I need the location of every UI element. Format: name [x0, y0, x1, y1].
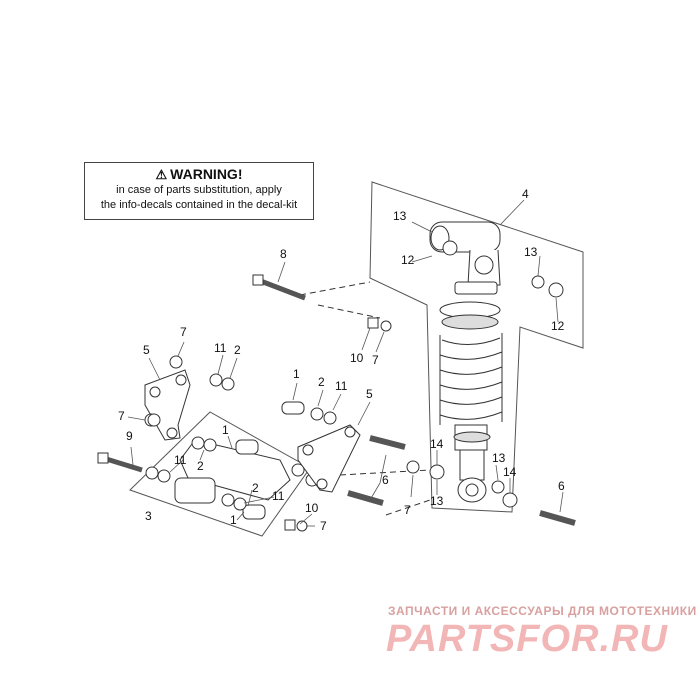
callout-label: 2: [234, 343, 241, 357]
rocker-plate-left: [144, 369, 191, 441]
callout-label: 5: [143, 343, 150, 357]
bolt-6: [369, 435, 406, 450]
rocker-plate-right: [297, 424, 361, 493]
callout-label: 7: [180, 325, 187, 339]
warning-title: ⚠WARNING!: [155, 166, 243, 182]
callout-label: 7: [372, 353, 379, 367]
bolt-9: [97, 452, 143, 473]
callout-label: 9: [126, 429, 133, 443]
callout-label: 6: [382, 473, 389, 487]
callout-label: 13: [393, 209, 407, 223]
guide-line: [299, 281, 371, 296]
callout-label: 2: [252, 481, 259, 495]
guide-line: [317, 304, 381, 319]
shock-assembly-outline: [369, 181, 584, 513]
callout-label: 2: [197, 459, 204, 473]
callout-label: 11: [174, 453, 187, 467]
callout-label: 13: [524, 245, 538, 259]
callout-label: 12: [401, 253, 415, 267]
callout-label: 13: [430, 494, 444, 508]
callout-label: 10: [350, 351, 364, 365]
callout-label: 14: [503, 465, 517, 479]
warning-line-1: in case of parts substitution, apply: [116, 184, 282, 196]
callout-label: 11: [214, 341, 227, 355]
guide-line: [385, 499, 431, 516]
callout-label: 1: [230, 513, 237, 527]
callout-label: 5: [366, 387, 373, 401]
callout-label: 1: [222, 423, 229, 437]
link-arm: [179, 439, 291, 501]
callout-label: 10: [305, 501, 319, 515]
callout-label: 14: [430, 437, 444, 451]
warning-box: ⚠WARNING! in case of parts substitution,…: [84, 162, 314, 220]
callout-label: 11: [335, 379, 348, 393]
bolt-8: [252, 274, 306, 301]
callout-label: 13: [492, 451, 506, 465]
callout-label: 11: [272, 489, 285, 503]
warning-line-2: the info-decals contained in the decal-k…: [100, 199, 298, 211]
callout-label: 2: [318, 375, 325, 389]
callout-label: 6: [558, 479, 565, 493]
callout-label: 1: [293, 367, 300, 381]
watermark-logo: PARTSFOR.RU: [386, 618, 668, 660]
callout-label: 8: [280, 247, 287, 261]
shock-spring: [439, 301, 503, 425]
callout-label: 7: [404, 503, 411, 517]
callout-label: 7: [118, 409, 125, 423]
warning-icon: ⚠: [155, 167, 168, 182]
watermark-tagline: ЗАПЧАСТИ И АКСЕССУАРЫ ДЛЯ МОТОТЕХНИКИ: [388, 604, 697, 618]
callout-label: 7: [320, 519, 327, 533]
callout-label: 3: [145, 509, 152, 523]
bolt-6: [539, 510, 576, 526]
bolt-6: [347, 490, 384, 506]
callout-label: 12: [551, 319, 565, 333]
callout-label: 4: [522, 187, 529, 201]
